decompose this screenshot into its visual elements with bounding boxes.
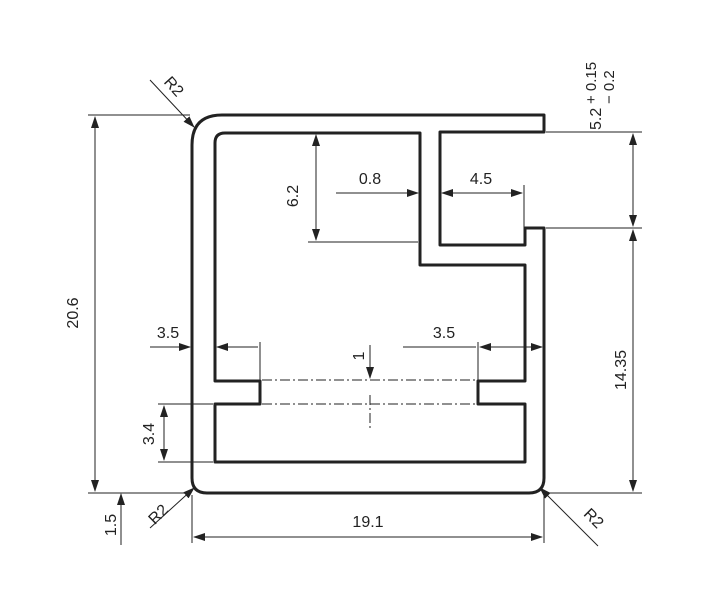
radius-leader-top-left [149,79,195,128]
dim-inner-step-height [308,134,418,243]
label-top-slot-tol-plus: + 0.15 [583,62,600,104]
dim-overall-width [191,495,545,543]
dim-left-groove-depth [150,342,261,380]
radius-leader-bottom-right [539,487,599,547]
label-groove-height: 3.4 [141,423,158,445]
dim-top-slot-height [546,131,642,227]
label-inner-step-height: 6.2 [285,185,302,207]
dim-overall-height [88,114,190,494]
label-base-offset: 1.5 [103,514,120,536]
label-top-slot-height: 5.2 [588,108,605,130]
label-radius-top-left: R2 [160,74,186,101]
dim-right-groove-depth [403,342,543,380]
label-groove-gap: 1 [351,351,368,360]
label-overall-width: 19.1 [352,514,383,531]
outer-profile [190,113,546,495]
label-wall-thickness: 0.8 [359,171,381,188]
label-top-slot-tol-minus: − 0.2 [601,70,618,104]
label-radius-bottom-left: R2 [146,502,173,529]
label-left-groove-depth: 3.5 [157,325,179,342]
label-right-groove-depth: 3.5 [433,325,455,342]
label-radius-bottom-right: R2 [580,506,607,533]
label-top-slot-width: 4.5 [470,171,492,188]
radius-leader-bottom-left [149,487,195,529]
dim-top-slot-width [441,185,525,244]
label-overall-height: 20.6 [65,297,82,328]
dim-right-lower-height [546,227,642,494]
inner-profile [213,131,527,464]
label-right-lower-height: 14.35 [613,350,630,390]
dim-groove-height [158,403,213,463]
